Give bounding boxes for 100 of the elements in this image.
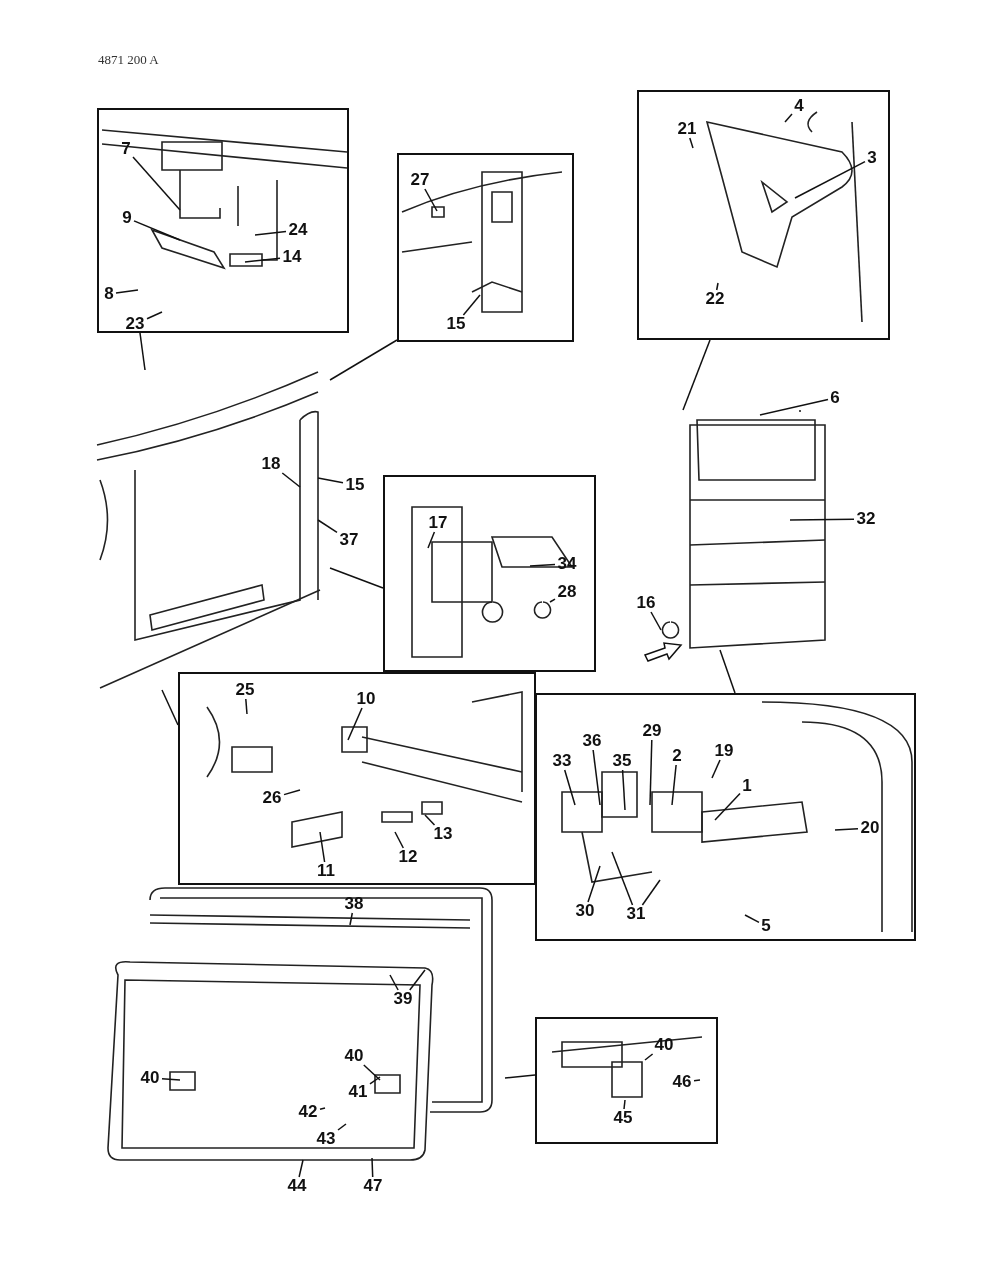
callout-number: 8 bbox=[102, 285, 116, 303]
callout-number: 40 bbox=[342, 1047, 366, 1065]
leader-line bbox=[371, 1157, 374, 1178]
leader-line bbox=[389, 974, 399, 991]
leader-line bbox=[759, 398, 829, 416]
callout-number: 30 bbox=[573, 902, 597, 920]
callout-number: 27 bbox=[408, 171, 432, 189]
inset-frame bbox=[178, 672, 536, 885]
leader-line bbox=[254, 230, 287, 236]
connector-line bbox=[719, 649, 736, 694]
leader-line bbox=[789, 518, 855, 521]
leader-line bbox=[587, 865, 601, 903]
connector-line bbox=[161, 689, 179, 726]
leader-line bbox=[563, 769, 576, 806]
leader-line bbox=[714, 792, 741, 821]
leader-line bbox=[244, 257, 281, 263]
callout-number: 13 bbox=[431, 825, 455, 843]
callout-number: 24 bbox=[286, 221, 310, 239]
callout-number: 3 bbox=[865, 149, 879, 167]
callout-number: 41 bbox=[346, 1083, 370, 1101]
callout-number: 23 bbox=[123, 315, 147, 333]
leader-line bbox=[549, 598, 556, 603]
callout-number: 6 bbox=[828, 389, 842, 407]
connector-line bbox=[329, 339, 398, 381]
callout-number: 12 bbox=[396, 848, 420, 866]
callout-number: 47 bbox=[361, 1177, 385, 1195]
leader-line bbox=[319, 831, 326, 863]
leader-line bbox=[424, 814, 436, 826]
leader-line bbox=[427, 531, 436, 549]
connector-line bbox=[329, 567, 384, 589]
callout-number: 17 bbox=[426, 514, 450, 532]
leader-line bbox=[641, 879, 661, 906]
leader-line bbox=[337, 1123, 347, 1131]
leader-line bbox=[133, 220, 181, 241]
leader-line bbox=[281, 472, 301, 488]
callout-number: 22 bbox=[703, 290, 727, 308]
connector-line bbox=[682, 339, 711, 411]
leader-line bbox=[462, 294, 481, 316]
callout-number: 43 bbox=[314, 1130, 338, 1148]
leader-line bbox=[689, 137, 694, 149]
inset-frame bbox=[535, 1017, 718, 1144]
leader-line bbox=[671, 764, 677, 806]
callout-number: 42 bbox=[296, 1103, 320, 1121]
inset-frame bbox=[397, 153, 574, 342]
callout-number: 37 bbox=[337, 531, 361, 549]
callout-number: 38 bbox=[342, 895, 366, 913]
drawing-number: 4871 200 A bbox=[98, 52, 159, 68]
leader-line bbox=[592, 749, 601, 806]
leader-line bbox=[132, 156, 181, 211]
leader-line bbox=[611, 851, 634, 906]
callout-number: 46 bbox=[670, 1073, 694, 1091]
leader-line bbox=[347, 707, 363, 741]
leader-line bbox=[283, 789, 301, 796]
callout-number: 32 bbox=[854, 510, 878, 528]
callout-number: 19 bbox=[712, 742, 736, 760]
callout-number: 9 bbox=[120, 209, 134, 227]
callout-number: 14 bbox=[280, 248, 304, 266]
callout-number: 4 bbox=[792, 97, 806, 115]
leader-line bbox=[245, 698, 248, 715]
leader-line bbox=[529, 563, 556, 567]
callout-number: 16 bbox=[634, 594, 658, 612]
inset-frame bbox=[97, 108, 349, 333]
leader-line bbox=[644, 1053, 654, 1061]
leader-line bbox=[711, 759, 721, 779]
callout-number: 21 bbox=[675, 120, 699, 138]
callout-number: 28 bbox=[555, 583, 579, 601]
leader-line bbox=[794, 160, 866, 199]
leader-line bbox=[834, 827, 859, 831]
leader-line bbox=[298, 1159, 304, 1178]
callout-number: 2 bbox=[670, 747, 684, 765]
leader-line bbox=[317, 519, 338, 534]
callout-number: 20 bbox=[858, 819, 882, 837]
leader-line bbox=[146, 311, 163, 320]
callout-number: 18 bbox=[259, 455, 283, 473]
leader-line bbox=[715, 282, 719, 291]
leader-line bbox=[317, 477, 344, 484]
leader-line bbox=[424, 188, 438, 212]
inset-frame bbox=[383, 475, 596, 672]
connector-line bbox=[504, 1074, 536, 1079]
leader-line bbox=[784, 113, 793, 123]
callout-number: 36 bbox=[580, 732, 604, 750]
leader-line bbox=[744, 914, 760, 924]
leader-line bbox=[394, 831, 405, 849]
leader-line bbox=[649, 739, 653, 806]
callout-number: 5 bbox=[759, 917, 773, 935]
leader-line bbox=[319, 1107, 326, 1110]
callout-number: 35 bbox=[610, 752, 634, 770]
callout-number: 33 bbox=[550, 752, 574, 770]
callout-number: 11 bbox=[314, 862, 338, 880]
leader-line bbox=[693, 1079, 701, 1082]
callout-number: 26 bbox=[260, 789, 284, 807]
callout-number: 25 bbox=[233, 681, 257, 699]
callout-number: 1 bbox=[740, 777, 754, 795]
callout-number: 15 bbox=[343, 476, 367, 494]
callout-number: 10 bbox=[354, 690, 378, 708]
callout-number: 40 bbox=[652, 1036, 676, 1054]
callout-number: 44 bbox=[285, 1177, 309, 1195]
leader-line bbox=[349, 912, 354, 926]
leader-line bbox=[650, 611, 662, 631]
callout-number: 39 bbox=[391, 990, 415, 1008]
